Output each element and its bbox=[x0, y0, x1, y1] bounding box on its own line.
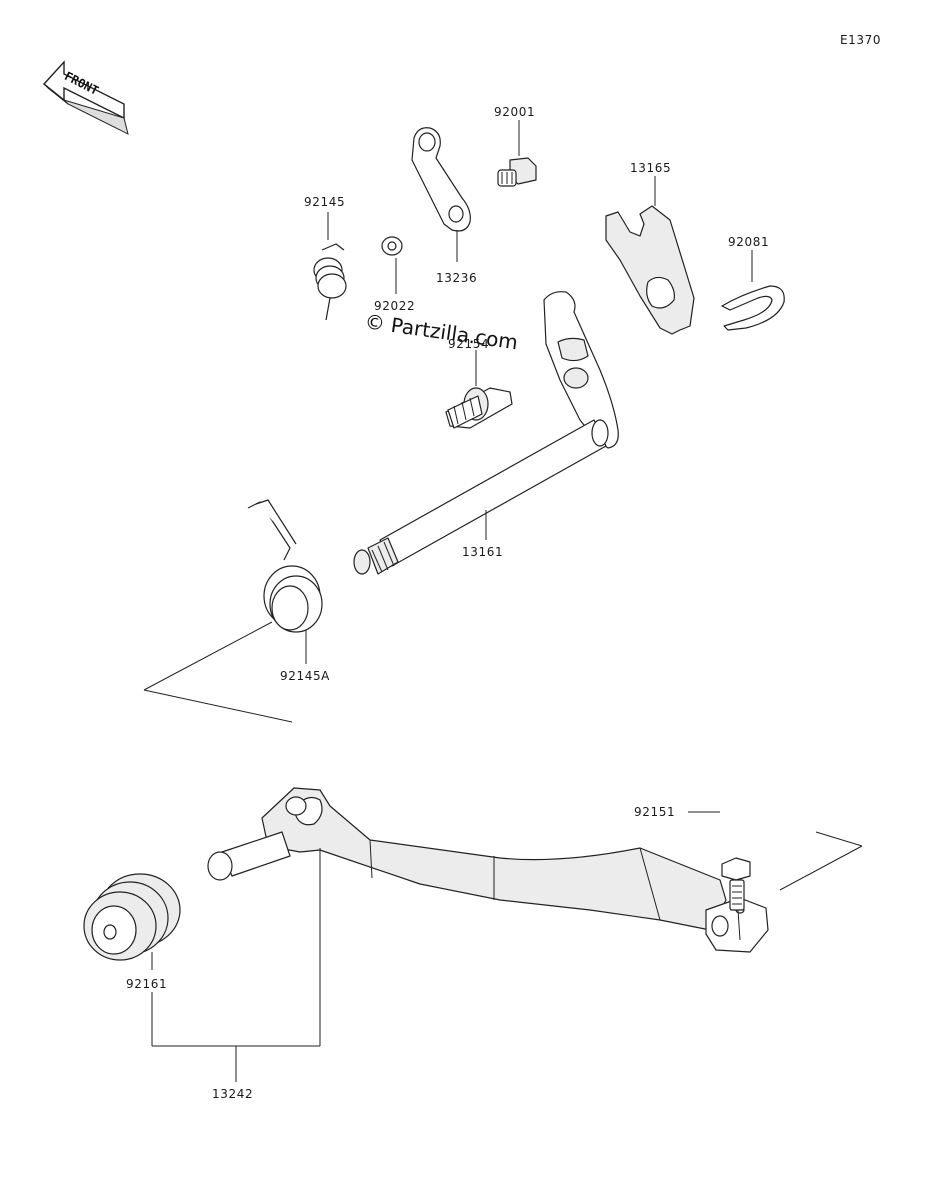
label-13236: 13236 bbox=[436, 271, 477, 285]
label-92001: 92001 bbox=[494, 105, 535, 119]
part-13161-shaft[interactable] bbox=[353, 291, 619, 575]
front-arrow-icon: FRONT bbox=[42, 60, 129, 135]
label-92161: 92161 bbox=[126, 977, 167, 991]
part-92022-washer[interactable] bbox=[381, 236, 403, 294]
watermark: © Partzilla.com bbox=[363, 309, 519, 354]
part-92081-clip[interactable] bbox=[721, 250, 785, 331]
part-92154-stud[interactable] bbox=[445, 350, 513, 429]
diagram-code: E1370 bbox=[840, 33, 881, 47]
label-13242: 13242 bbox=[212, 1087, 253, 1101]
label-92154: 92154 bbox=[448, 337, 489, 351]
label-92151: 92151 bbox=[634, 805, 675, 819]
label-92145A: 92145A bbox=[280, 669, 330, 683]
part-92145-spring[interactable] bbox=[313, 212, 347, 321]
part-92001-bolt[interactable] bbox=[497, 120, 537, 187]
label-92145: 92145 bbox=[304, 195, 345, 209]
part-92151-bolt[interactable] bbox=[688, 811, 751, 941]
label-92081: 92081 bbox=[728, 235, 769, 249]
part-92161-rubber[interactable] bbox=[83, 873, 181, 970]
part-13165-plate[interactable] bbox=[605, 176, 695, 335]
label-13161: 13161 bbox=[462, 545, 503, 559]
label-13165: 13165 bbox=[630, 161, 671, 175]
part-92145A-spring[interactable] bbox=[143, 499, 323, 723]
part-13242-pedal[interactable] bbox=[151, 787, 863, 1082]
label-92022: 92022 bbox=[374, 299, 415, 313]
part-13236-bracket[interactable] bbox=[411, 127, 471, 262]
